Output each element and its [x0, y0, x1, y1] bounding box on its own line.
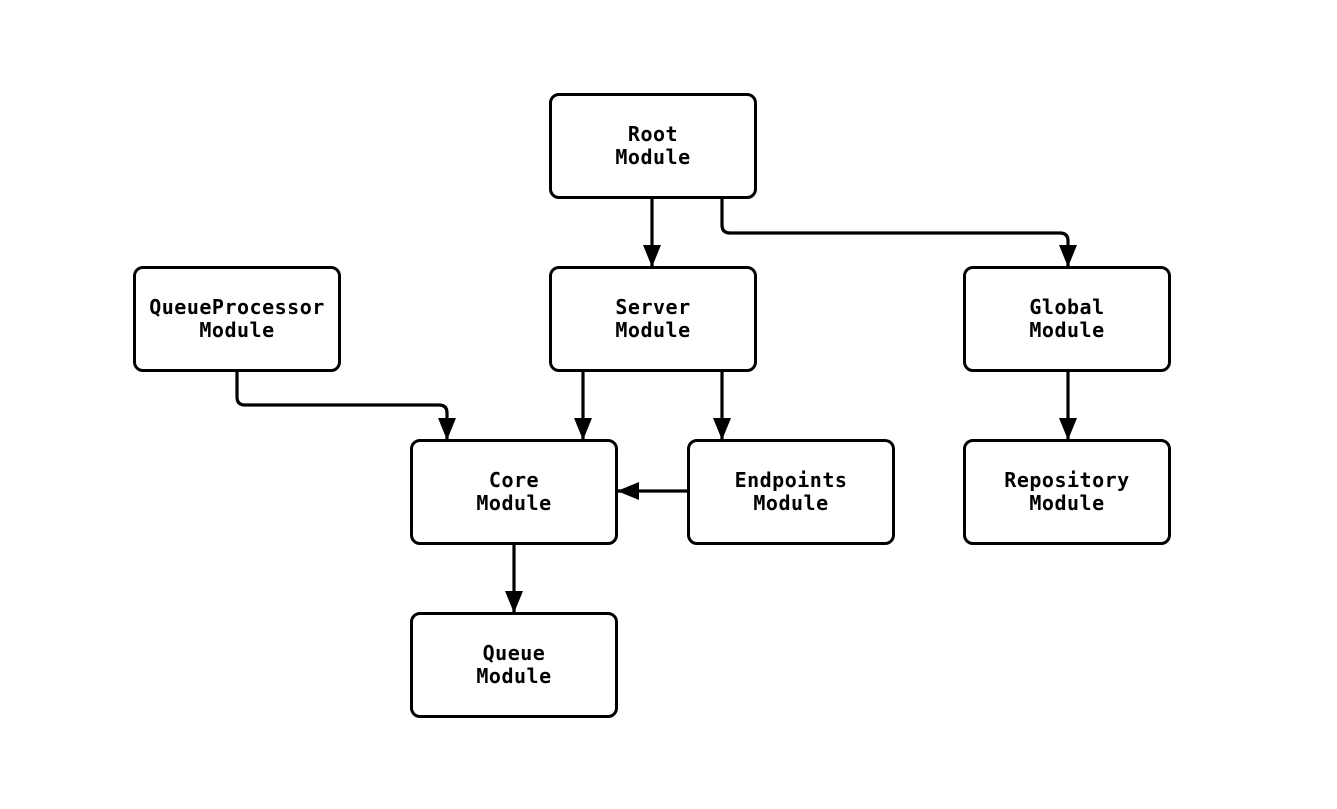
edge-root-to-global [720, 199, 1077, 267]
edge-queueprocessor-to-core [235, 372, 456, 440]
